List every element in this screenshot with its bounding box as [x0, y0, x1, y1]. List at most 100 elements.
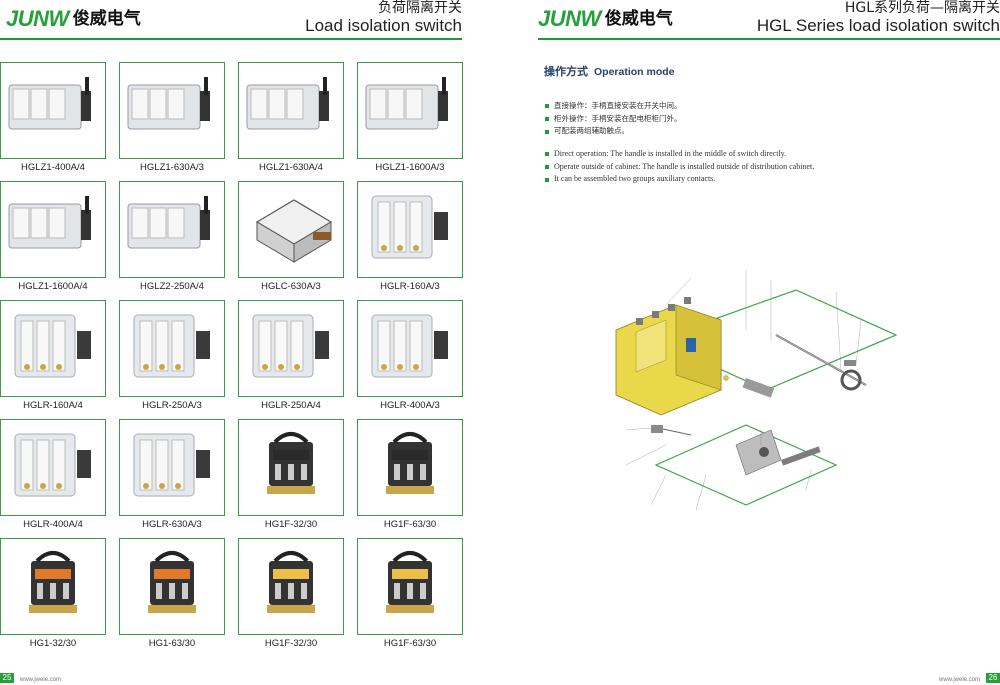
bullet-text: 可配装两组辅助触点。 — [554, 126, 629, 136]
switch-photo — [29, 551, 77, 613]
product-image-frame — [0, 538, 106, 635]
product-image-frame — [119, 538, 225, 635]
product-image-frame — [238, 62, 344, 159]
footer-url: www.jwele.com — [20, 677, 62, 683]
switch-photo — [386, 432, 434, 494]
product-image-frame — [357, 419, 463, 516]
product-model-label: HGLR-400A/3 — [380, 400, 440, 411]
product-model-label: HGLZ1-630A/3 — [140, 162, 204, 173]
switch-photo — [371, 314, 448, 378]
operation-mode-diagram — [615, 270, 898, 511]
product-image-frame — [238, 181, 344, 278]
brand-logo: JUNW 俊威电气 — [6, 8, 141, 30]
product-image-frame — [0, 300, 106, 397]
brand-logo: JUNW 俊威电气 — [538, 8, 673, 30]
bullet-text: Operate outside of cabinet: The handle i… — [554, 161, 815, 171]
switch-photo — [14, 433, 91, 497]
door-handle-assembly — [735, 429, 821, 476]
product-model-label: HGLZ1-1600A/3 — [375, 162, 445, 173]
bullet-text: 直接操作：手柄直接安装在开关中间。 — [554, 101, 682, 110]
switch-photo — [127, 77, 210, 130]
bullet-list-cn: 直接操作：手柄直接安装在开关中间。 柜外操作：手柄安装在配电柜柜门外。 可配装两… — [545, 100, 965, 138]
direct-handle — [742, 378, 775, 398]
product-model-label: HG1F-32/30 — [264, 638, 318, 649]
bullet-item: 直接操作：手柄直接安装在开关中间。 — [545, 100, 965, 113]
page-title-cn: HGL系列负荷—隔离开关 — [844, 0, 1000, 16]
switch-photo — [255, 199, 333, 263]
product-model-label: HGLR-630A/3 — [142, 519, 202, 530]
page-title-en: Load isolation switch — [305, 16, 462, 35]
product-model-label: HG1F-63/30 — [383, 638, 437, 649]
switch-photo — [148, 551, 196, 613]
page-number: 26 — [986, 673, 1000, 683]
switch-photo — [386, 551, 434, 613]
operating-handle — [840, 360, 862, 391]
terminal-contacts — [636, 297, 691, 325]
switch-photo — [8, 196, 91, 249]
bullet-square-icon — [545, 177, 549, 182]
product-image-frame — [119, 62, 225, 159]
product-model-label: HGLR-160A/3 — [380, 281, 440, 292]
bullet-text: Direct operation: The handle is installe… — [554, 149, 787, 158]
switch-photo — [127, 196, 210, 249]
logo-mark: JUNW — [6, 6, 69, 31]
bullet-square-icon — [545, 104, 549, 109]
page-title: HGL系列负荷—隔离开关 HGL Series load isolation s… — [757, 0, 1000, 35]
section-title: 操作方式 Operation mode — [544, 63, 675, 79]
logo-mark: JUNW — [538, 6, 601, 31]
product-image-frame — [119, 181, 225, 278]
product-image-frame — [357, 181, 463, 278]
product-image-frame — [238, 300, 344, 397]
product-image-frame — [0, 419, 106, 516]
switch-photo — [267, 551, 315, 613]
product-image-frame — [357, 300, 463, 397]
product-image-frame — [357, 62, 463, 159]
bullet-item: Direct operation: The handle is installe… — [545, 148, 965, 161]
product-image-frame — [238, 419, 344, 516]
bullet-item: It can be assembled two groups auxiliary… — [545, 173, 965, 186]
switch-photo — [365, 77, 448, 130]
bullet-item: Operate outside of cabinet: The handle i… — [545, 161, 965, 174]
page-title: 负荷隔离开关 Load isolation switch — [305, 0, 462, 35]
handle-socket-icon — [686, 338, 696, 352]
page-title-en: HGL Series load isolation switch — [756, 16, 1000, 35]
section-title-en: Operation mode — [594, 66, 675, 78]
bullet-square-icon — [545, 152, 549, 157]
bolt-kit — [651, 375, 729, 436]
product-image-frame — [119, 419, 225, 516]
mounting-plane-bottom — [654, 424, 838, 506]
extension-shaft — [775, 334, 867, 386]
bullet-square-icon — [545, 165, 549, 170]
switch-photo — [246, 77, 329, 130]
header-rule — [0, 38, 462, 40]
section-title-cn: 操作方式 — [544, 65, 588, 78]
product-image-frame — [238, 538, 344, 635]
bullet-text: It can be assembled two groups auxiliary… — [554, 174, 716, 184]
product-image-frame — [357, 538, 463, 635]
product-model-label: HGLC-630A/3 — [261, 281, 321, 292]
switch-body — [615, 304, 722, 416]
bullet-square-icon — [545, 129, 549, 134]
switch-photo — [252, 314, 329, 378]
switch-photo — [267, 432, 315, 494]
switch-photo — [8, 77, 91, 130]
product-model-label: HG1-63/30 — [148, 638, 196, 649]
product-model-label: HGLR-400A/4 — [23, 519, 83, 530]
logo-chinese-name: 俊威电气 — [72, 9, 141, 29]
product-model-label: HGLR-160A/4 — [23, 400, 83, 411]
bullet-text: 柜外操作：手柄安装在配电柜柜门外。 — [554, 113, 682, 123]
left-page: JUNW 俊威电气 负荷隔离开关 Load isolation switch H… — [0, 0, 463, 683]
product-model-label: HG1F-32/30 — [264, 519, 318, 530]
bullet-list-en: Direct operation: The handle is installe… — [545, 148, 965, 186]
bullet-item: 柜外操作：手柄安装在配电柜柜门外。 — [545, 113, 965, 126]
right-page: JUNW 俊威电气 HGL系列负荷—隔离开关 HGL Series load i… — [500, 0, 1000, 685]
page-number: 25 — [0, 673, 14, 683]
product-model-label: HGLZ2-250A/4 — [140, 281, 204, 292]
switch-photo — [371, 195, 448, 259]
leader-lines — [625, 270, 862, 511]
mounting-plane-top — [654, 289, 898, 391]
switch-photo — [14, 314, 91, 378]
header-rule — [538, 38, 1000, 40]
switch-photo — [133, 314, 210, 378]
product-model-label: HGLR-250A/3 — [142, 400, 202, 411]
